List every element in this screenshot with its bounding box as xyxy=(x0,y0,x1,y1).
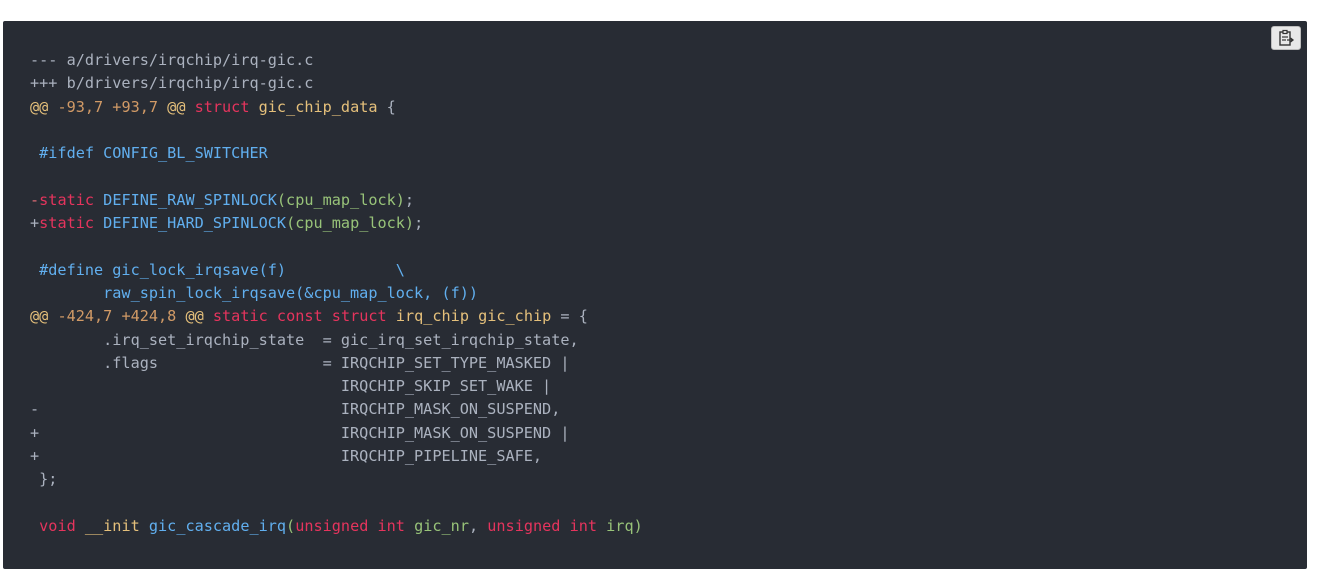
code-token: -424,7 +424,8 xyxy=(57,307,177,326)
code-token: @@ xyxy=(30,97,58,116)
code-line xyxy=(30,165,643,188)
code-token: struct xyxy=(194,97,250,116)
code-token: = { xyxy=(551,307,588,326)
code-token: struct xyxy=(331,307,387,326)
code-token: irq_chip gic_chip xyxy=(386,307,552,326)
code-token: -93,7 +93,7 xyxy=(57,97,159,116)
code-token: + xyxy=(30,214,40,233)
code-token: static xyxy=(212,307,268,326)
code-line: -static DEFINE_RAW_SPINLOCK(cpu_map_lock… xyxy=(30,189,643,212)
code-token: irq) xyxy=(597,516,643,535)
code-token: { xyxy=(377,97,396,116)
code-line: --- a/drivers/irqchip/irq-gic.c xyxy=(30,49,643,72)
code-line: @@ -424,7 +424,8 @@ static const struct … xyxy=(30,305,643,328)
code-token: DEFINE_RAW_SPINLOCK xyxy=(94,190,277,209)
code-token: + IRQCHIP_MASK_ON_SUSPEND | xyxy=(30,423,570,442)
code-token: }; xyxy=(30,470,58,489)
code-token: @@ xyxy=(30,307,58,326)
code-token: + IRQCHIP_PIPELINE_SAFE, xyxy=(30,447,543,466)
code-token: static xyxy=(39,214,95,233)
code-token: unsigned xyxy=(487,516,561,535)
code-token: #ifdef CONFIG_BL_SWITCHER xyxy=(30,144,268,163)
code-token: ( xyxy=(286,516,296,535)
code-token: ; xyxy=(404,190,415,209)
code-line: - IRQCHIP_MASK_ON_SUSPEND, xyxy=(30,398,643,421)
code-token: (cpu_map_lock) xyxy=(276,190,405,209)
code-token: , xyxy=(468,516,488,535)
code-line: }; xyxy=(30,468,643,491)
code-token: raw_spin_lock_irqsave(&cpu_map_lock, (f)… xyxy=(30,283,479,302)
code-token: IRQCHIP_SKIP_SET_WAKE | xyxy=(30,377,552,396)
code-token: +++ b/drivers/irqchip/irq-gic.c xyxy=(30,74,314,93)
code-token: #define gic_lock_irqsave(f) \ xyxy=(30,260,405,279)
code-token xyxy=(323,307,332,325)
code-token: void xyxy=(39,516,76,535)
code-line: + IRQCHIP_MASK_ON_SUSPEND | xyxy=(30,422,643,445)
code-token: gic_cascade_irq xyxy=(148,516,287,535)
code-token: static xyxy=(39,190,95,209)
clipboard-icon xyxy=(1277,29,1295,47)
code-token: @@ xyxy=(158,97,195,116)
code-token: unsigned xyxy=(295,516,369,535)
code-token xyxy=(560,517,569,535)
code-token: .flags = IRQCHIP_SET_TYPE_MASKED | xyxy=(30,353,570,372)
code-token: int xyxy=(377,516,405,535)
code-diff: --- a/drivers/irqchip/irq-gic.c +++ b/dri… xyxy=(30,49,643,538)
code-token: gic_chip_data xyxy=(249,97,378,116)
code-line: void __init gic_cascade_irq(unsigned int… xyxy=(30,515,643,538)
code-token: .irq_set_irqchip_state = gic_irq_set_irq… xyxy=(30,330,579,349)
code-token: DEFINE_HARD_SPINLOCK xyxy=(94,214,287,233)
code-line: #define gic_lock_irqsave(f) \ xyxy=(30,259,643,282)
code-token: - xyxy=(30,190,40,209)
code-token: int xyxy=(569,516,598,535)
copy-button[interactable] xyxy=(1271,26,1301,50)
code-line xyxy=(30,119,643,142)
code-line: IRQCHIP_SKIP_SET_WAKE | xyxy=(30,375,643,398)
code-line: raw_spin_lock_irqsave(&cpu_map_lock, (f)… xyxy=(30,282,643,305)
code-line: +static DEFINE_HARD_SPINLOCK(cpu_map_loc… xyxy=(30,212,643,235)
code-line xyxy=(30,492,643,515)
code-token: gic_nr xyxy=(404,516,469,535)
code-token: @@ xyxy=(176,307,213,326)
code-token: const xyxy=(276,307,323,326)
code-token: (cpu_map_lock) xyxy=(286,214,415,233)
code-line xyxy=(30,235,643,258)
code-block: --- a/drivers/irqchip/irq-gic.c +++ b/dri… xyxy=(3,21,1307,569)
code-line: #ifdef CONFIG_BL_SWITCHER xyxy=(30,142,643,165)
code-line: +++ b/drivers/irqchip/irq-gic.c xyxy=(30,72,643,95)
code-line: .flags = IRQCHIP_SET_TYPE_MASKED | xyxy=(30,352,643,375)
code-line: .irq_set_irqchip_state = gic_irq_set_irq… xyxy=(30,329,643,352)
code-token xyxy=(368,517,377,535)
code-token xyxy=(268,307,277,325)
code-line: + IRQCHIP_PIPELINE_SAFE, xyxy=(30,445,643,468)
code-line: @@ -93,7 +93,7 @@ struct gic_chip_data { xyxy=(30,96,643,119)
code-token: ; xyxy=(414,214,424,233)
code-token: --- a/drivers/irqchip/irq-gic.c xyxy=(30,51,314,69)
code-token: __init xyxy=(75,516,149,535)
code-token xyxy=(30,517,39,535)
code-token: - IRQCHIP_MASK_ON_SUSPEND, xyxy=(30,400,561,419)
